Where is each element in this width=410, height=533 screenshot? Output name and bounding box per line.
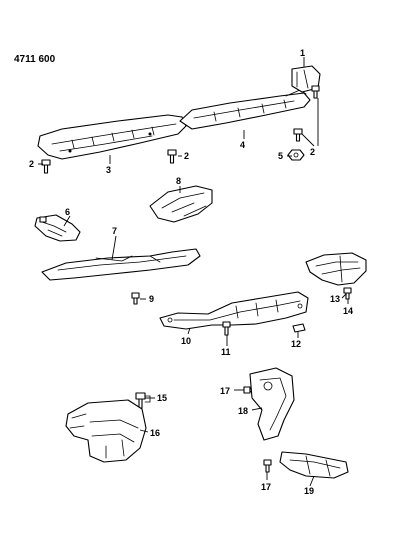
callout-2-b: 2: [184, 151, 189, 161]
bolt-part-2-b: [167, 149, 177, 164]
shield-part-19: [279, 451, 349, 479]
heat-shield-part-6: [34, 214, 81, 242]
callout-18: 18: [238, 406, 248, 416]
heat-shield-part-10: [159, 291, 309, 330]
callout-8: 8: [176, 176, 181, 186]
bolt-part-15: [135, 392, 151, 409]
callout-5: 5: [278, 151, 283, 161]
heat-shield-part-7: [41, 248, 201, 281]
bolt-part-13: [343, 287, 352, 300]
bolt-part-9: [131, 292, 140, 305]
callout-7: 7: [112, 226, 117, 236]
callout-19: 19: [304, 486, 314, 496]
bolt-part-2-a: [41, 159, 51, 174]
shield-part-18: [249, 367, 295, 441]
nut-part-5: [287, 149, 305, 161]
callout-2-a: 2: [29, 159, 34, 169]
bolt-part-2-c: [293, 128, 303, 142]
callout-labels: 1 2 3 2 4 2 5 6 7 8 9 10 11 12 13 14 15 …: [29, 48, 353, 496]
callout-11: 11: [221, 347, 231, 357]
bolt-part-11: [222, 321, 231, 336]
heat-shield-part-13: [305, 252, 367, 286]
callout-15: 15: [157, 393, 167, 403]
callout-14: 14: [343, 306, 353, 316]
cover-part-16: [65, 399, 147, 463]
callout-2-c: 2: [310, 147, 315, 157]
callout-10: 10: [181, 336, 191, 346]
callout-3: 3: [106, 165, 111, 175]
leader-lines: [38, 57, 349, 487]
callout-13: 13: [330, 294, 340, 304]
callout-16: 16: [150, 428, 160, 438]
heat-shield-center: [179, 89, 311, 130]
heat-shield-part-8: [149, 185, 213, 223]
clip-part-12: [292, 323, 306, 333]
callout-12: 12: [291, 339, 301, 349]
document-number: 4711 600: [14, 54, 56, 65]
callout-6: 6: [65, 207, 70, 217]
callout-1: 1: [300, 48, 305, 58]
callout-17-a: 17: [220, 386, 230, 396]
callout-17-b: 17: [261, 482, 271, 492]
heat-shield-front: [37, 114, 187, 160]
bolt-part-2-d: [311, 85, 320, 99]
callout-4: 4: [240, 140, 245, 150]
bolt-part-17-b: [263, 459, 272, 473]
callout-9: 9: [149, 294, 154, 304]
